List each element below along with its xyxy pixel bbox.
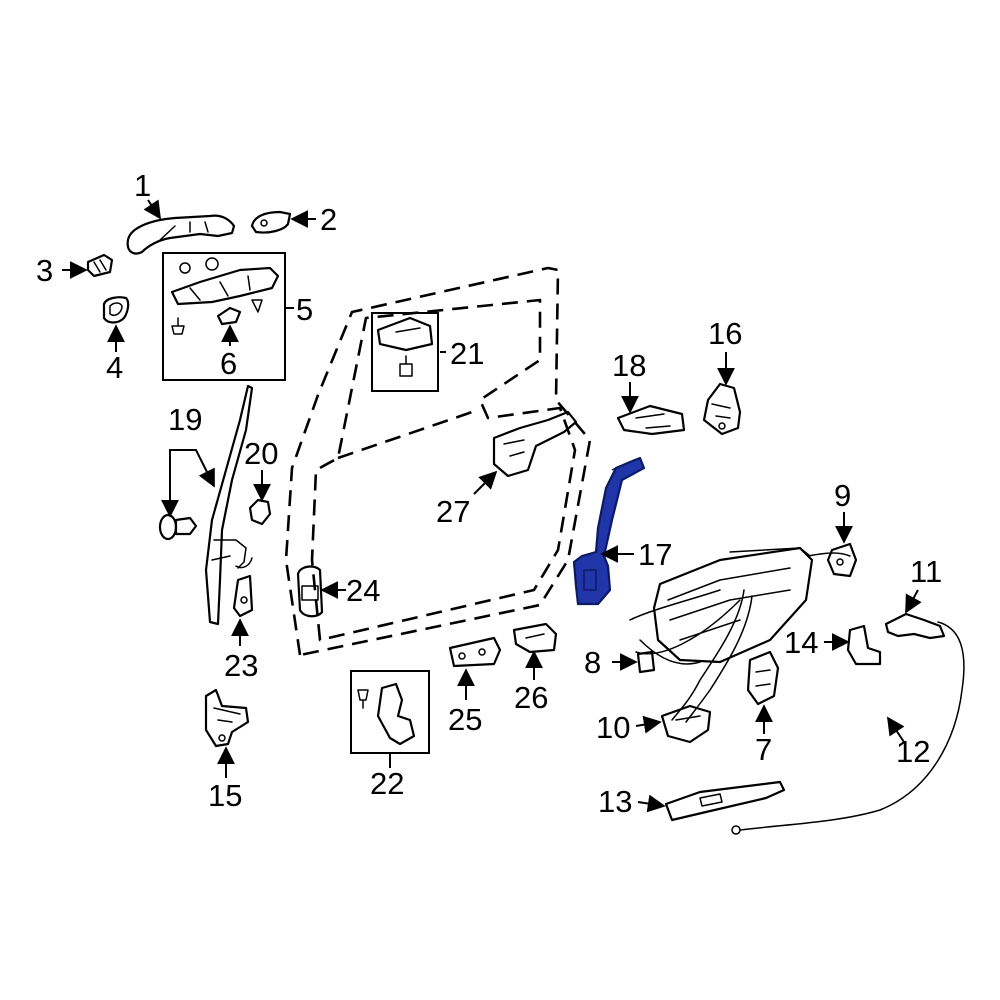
rod-clip[interactable] <box>636 650 656 674</box>
callout-8[interactable]: 8 <box>584 645 601 680</box>
callout-12[interactable]: 12 <box>896 734 930 769</box>
door-check[interactable] <box>572 456 646 606</box>
handle-frame-box <box>162 252 286 381</box>
callout-21[interactable]: 21 <box>450 336 484 371</box>
lock-knob[interactable] <box>376 682 416 746</box>
key-cylinder-bracket[interactable] <box>86 253 114 278</box>
callout-22[interactable]: 22 <box>370 766 404 801</box>
callout-2[interactable]: 2 <box>320 202 337 237</box>
cable-bracket[interactable] <box>846 624 882 666</box>
callout-9[interactable]: 9 <box>834 478 851 513</box>
handle-frame[interactable] <box>170 266 280 306</box>
lock-actuator[interactable] <box>660 704 712 744</box>
door-seal-rod[interactable] <box>204 384 254 626</box>
screw-icon <box>205 257 219 271</box>
outside-handle[interactable] <box>126 214 236 255</box>
latch-clip[interactable] <box>826 542 858 578</box>
screw-icon <box>179 262 191 274</box>
lower-hinge[interactable] <box>448 636 502 668</box>
bolt-icon <box>357 689 369 709</box>
release-cable[interactable] <box>731 612 965 835</box>
door-latch[interactable] <box>746 650 780 706</box>
handle-gasket[interactable] <box>102 296 130 324</box>
handle-cap[interactable] <box>250 210 292 234</box>
callout-6[interactable]: 6 <box>220 346 237 381</box>
callout-17[interactable]: 17 <box>638 537 672 572</box>
callout-27[interactable]: 27 <box>436 494 470 529</box>
callout-26[interactable]: 26 <box>514 680 548 715</box>
callout-4[interactable]: 4 <box>106 350 123 385</box>
callout-1[interactable]: 1 <box>134 168 151 203</box>
check-bracket[interactable] <box>512 622 558 654</box>
lower-bracket[interactable] <box>232 574 254 618</box>
callout-13[interactable]: 13 <box>598 784 632 819</box>
callout-14[interactable]: 14 <box>784 625 818 660</box>
door-outline <box>284 266 592 657</box>
body-hinge[interactable] <box>702 382 742 436</box>
handle-pad[interactable] <box>216 306 242 326</box>
callout-25[interactable]: 25 <box>448 702 482 737</box>
lower-trim[interactable] <box>664 780 786 822</box>
callout-24[interactable]: 24 <box>346 573 380 608</box>
callout-23[interactable]: 23 <box>224 648 258 683</box>
callout-11[interactable]: 11 <box>910 554 942 589</box>
callout-15[interactable]: 15 <box>208 778 242 813</box>
lock-box-22 <box>350 670 430 754</box>
callout-16[interactable]: 16 <box>708 316 742 351</box>
bolt-icon <box>399 355 413 377</box>
callout-18[interactable]: 18 <box>612 348 646 383</box>
callout-labels: 1 2 3 4 5 6 7 8 9 10 11 12 13 14 15 16 1… <box>36 168 942 819</box>
upper-hinge-bracket[interactable] <box>616 404 686 436</box>
callout-20[interactable]: 20 <box>244 436 278 471</box>
door-hinge[interactable] <box>204 688 250 748</box>
callout-10[interactable]: 10 <box>596 710 630 745</box>
striker-plate[interactable] <box>296 565 324 618</box>
upper-bracket[interactable] <box>376 316 434 352</box>
clip-fastener[interactable] <box>158 513 198 541</box>
hole-plug[interactable] <box>248 498 272 526</box>
callout-7[interactable]: 7 <box>755 732 772 767</box>
callout-3[interactable]: 3 <box>36 253 53 288</box>
door-lock-assembly[interactable] <box>629 546 814 665</box>
callout-19[interactable]: 19 <box>168 402 202 437</box>
door-frame-bracket[interactable] <box>492 410 578 478</box>
bracket-box-21 <box>371 312 439 392</box>
leader-lines <box>62 199 922 813</box>
callout-5[interactable]: 5 <box>296 292 313 327</box>
